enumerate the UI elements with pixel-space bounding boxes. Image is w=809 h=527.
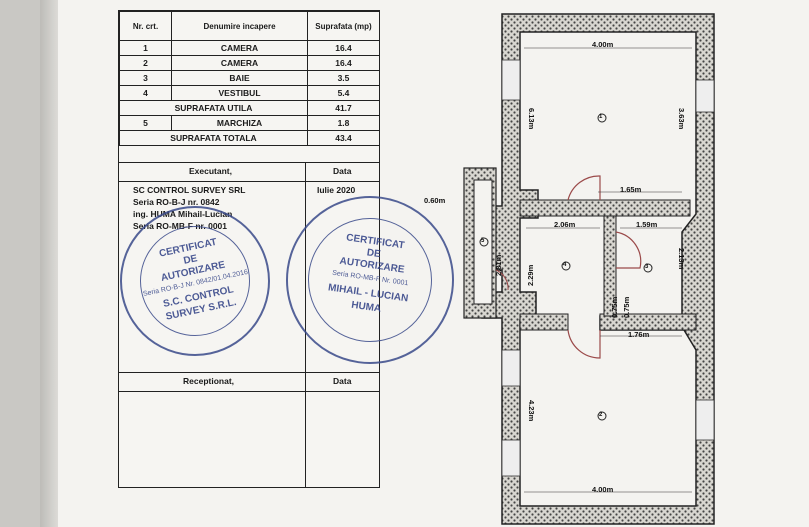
room-marker bbox=[643, 263, 653, 273]
util-value: 41.7 bbox=[307, 100, 380, 116]
total-value: 43.4 bbox=[307, 130, 380, 146]
receptionat-label: Receptionat, bbox=[183, 376, 235, 386]
door-arc bbox=[495, 269, 509, 291]
row-area: 1.8 bbox=[307, 115, 380, 131]
inner-wall-bottom-right bbox=[599, 313, 697, 331]
area-table: Nr. crt. Denumire incapere Suprafata (mp… bbox=[118, 10, 380, 488]
inner-wall-top bbox=[519, 199, 691, 217]
data-label: Data bbox=[333, 166, 352, 176]
room-marker bbox=[597, 113, 607, 123]
dim-left-top: 6.13m bbox=[527, 108, 536, 130]
date-value: Iulie 2020 bbox=[317, 185, 356, 195]
receptionat-section: Receptionat, Data bbox=[119, 372, 379, 488]
dim-top: 4.00m bbox=[592, 40, 614, 49]
row-area: 16.4 bbox=[307, 55, 380, 71]
row-name: CAMERA bbox=[171, 55, 308, 71]
engineer-seria: Seria RO-MB-F nr. 0001 bbox=[133, 221, 228, 231]
table-row: 2 CAMERA 16.4 bbox=[119, 55, 380, 71]
room-number-5: 5 bbox=[481, 238, 485, 244]
row-name: BAIE bbox=[171, 70, 308, 86]
row-area: 16.4 bbox=[307, 40, 380, 56]
dim-423: 4.23m bbox=[527, 400, 536, 422]
door-arc bbox=[567, 175, 601, 201]
room-marker bbox=[597, 411, 607, 421]
table-row: 4 VESTIBUL 5.4 bbox=[119, 85, 380, 101]
total-row: SUPRAFATA TOTALA 43.4 bbox=[119, 130, 380, 146]
dim-165: 1.65m bbox=[620, 185, 642, 194]
room-number-3: 3 bbox=[645, 264, 649, 270]
row-nr: 4 bbox=[119, 85, 172, 101]
dim-075a: 0.75m bbox=[610, 296, 619, 318]
header-name: Denumire incapere bbox=[171, 11, 308, 41]
window bbox=[501, 439, 521, 477]
room-marker bbox=[561, 261, 571, 271]
room-number-2: 2 bbox=[599, 412, 603, 418]
dim-229: 2.29m bbox=[526, 264, 535, 286]
door-arc bbox=[615, 231, 642, 269]
window bbox=[695, 399, 715, 441]
row-nr: 2 bbox=[119, 55, 172, 71]
table-row: 3 BAIE 3.5 bbox=[119, 70, 380, 86]
dim-060: 0.60m bbox=[424, 196, 446, 205]
row-nr: 3 bbox=[119, 70, 172, 86]
door-arc bbox=[567, 329, 601, 359]
row-name: MARCHIZA bbox=[171, 115, 308, 131]
window bbox=[501, 349, 521, 387]
window bbox=[695, 79, 715, 113]
table-header-row: Nr. crt. Denumire incapere Suprafata (mp… bbox=[119, 11, 380, 41]
company-name: SC CONTROL SURVEY SRL bbox=[133, 185, 246, 195]
executant-section: Executant, Data SC CONTROL SURVEY SRL Se… bbox=[119, 162, 379, 373]
engineer-name: ing. HUMA Mihail-Lucian bbox=[133, 209, 233, 219]
table-row: 5 MARCHIZA 1.8 bbox=[119, 115, 380, 131]
header-nr: Nr. crt. bbox=[119, 11, 172, 41]
dim-176: 1.76m bbox=[628, 330, 650, 339]
dim-213: 2.13m bbox=[677, 248, 686, 270]
floor-plan-drawing bbox=[463, 13, 715, 525]
dim-bottom: 4.00m bbox=[592, 485, 614, 494]
window bbox=[501, 59, 521, 101]
room-number-1: 1 bbox=[599, 114, 603, 120]
row-area: 5.4 bbox=[307, 85, 380, 101]
util-row: SUPRAFATA UTILA 41.7 bbox=[119, 100, 380, 116]
area-table-grid: Nr. crt. Denumire incapere Suprafata (mp… bbox=[119, 11, 380, 146]
room-number-4: 4 bbox=[563, 262, 567, 268]
header-area: Suprafata (mp) bbox=[307, 11, 380, 41]
marchiza-room bbox=[473, 179, 493, 305]
data-label-2: Data bbox=[333, 376, 352, 386]
row-name: CAMERA bbox=[171, 40, 308, 56]
bath-wall bbox=[603, 215, 617, 317]
dim-281: 2.81m bbox=[494, 254, 503, 276]
dim-159: 1.59m bbox=[636, 220, 658, 229]
dim-075b: 0.75m bbox=[622, 296, 631, 318]
row-nr: 1 bbox=[119, 40, 172, 56]
util-label: SUPRAFATA UTILA bbox=[119, 100, 308, 116]
total-label: SUPRAFATA TOTALA bbox=[119, 130, 308, 146]
row-area: 3.5 bbox=[307, 70, 380, 86]
floor-plan: 4.00m 6.13m 3.63m 1.65m 0.60m 2.06m 1.59… bbox=[424, 0, 730, 527]
row-name: VESTIBUL bbox=[171, 85, 308, 101]
company-seria: Seria RO-B-J nr. 0842 bbox=[133, 197, 220, 207]
room-marker bbox=[479, 237, 489, 247]
inner-wall-bottom-left bbox=[519, 313, 569, 331]
paper-edge bbox=[40, 0, 58, 527]
executant-label: Executant, bbox=[189, 166, 232, 176]
row-nr: 5 bbox=[119, 115, 172, 131]
dim-right-top: 3.63m bbox=[677, 108, 686, 130]
dim-206: 2.06m bbox=[554, 220, 576, 229]
table-row: 1 CAMERA 16.4 bbox=[119, 40, 380, 56]
